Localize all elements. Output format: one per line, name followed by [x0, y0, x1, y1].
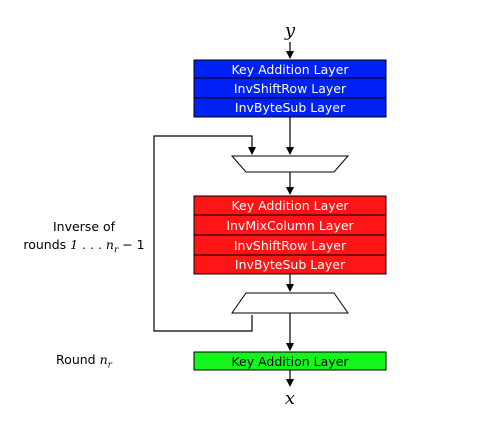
top-layer-0-label: Key Addition Layer — [231, 62, 349, 77]
final-round-subscript: r — [107, 360, 112, 371]
round-layer-0-label: Key Addition Layer — [231, 198, 349, 213]
round-layer-2-label: InvShiftRow Layer — [234, 238, 347, 253]
upper-multiplexer — [230, 155, 350, 173]
round-layer-3-label: InvByteSub Layer — [235, 257, 346, 272]
final-layer-block: Key Addition Layer — [193, 351, 387, 371]
round-layer-block: Key Addition Layer InvMixColumn Layer In… — [193, 195, 387, 275]
inverse-rounds-line1: Inverse of — [52, 219, 116, 234]
round-layer-1-label: InvMixColumn Layer — [226, 218, 354, 233]
final-round-math: n — [99, 352, 108, 367]
output-symbol: x — [285, 388, 295, 409]
feedback-loop-arrow — [153, 135, 256, 332]
lower-multiplexer — [231, 292, 349, 314]
final-round-prefix: Round — [56, 352, 100, 367]
top-layer-block: Key Addition Layer InvShiftRow Layer Inv… — [193, 59, 387, 118]
final-round-label: Round nr — [36, 351, 132, 375]
inverse-rounds-prefix: rounds — [23, 237, 71, 252]
input-symbol: y — [284, 20, 296, 41]
top-layer-1-label: InvShiftRow Layer — [234, 81, 347, 96]
top-layer-2-label: InvByteSub Layer — [235, 100, 346, 115]
inverse-rounds-label: Inverse of rounds 1 . . . nr − 1 — [14, 218, 154, 260]
inverse-rounds-line2: rounds 1 . . . nr − 1 — [14, 236, 154, 260]
inverse-rounds-subscript: r — [113, 245, 119, 256]
inverse-rounds-range: 1 . . . n — [70, 237, 114, 252]
inverse-rounds-suffix: − 1 — [118, 237, 145, 252]
final-layer-0-label: Key Addition Layer — [231, 354, 349, 369]
